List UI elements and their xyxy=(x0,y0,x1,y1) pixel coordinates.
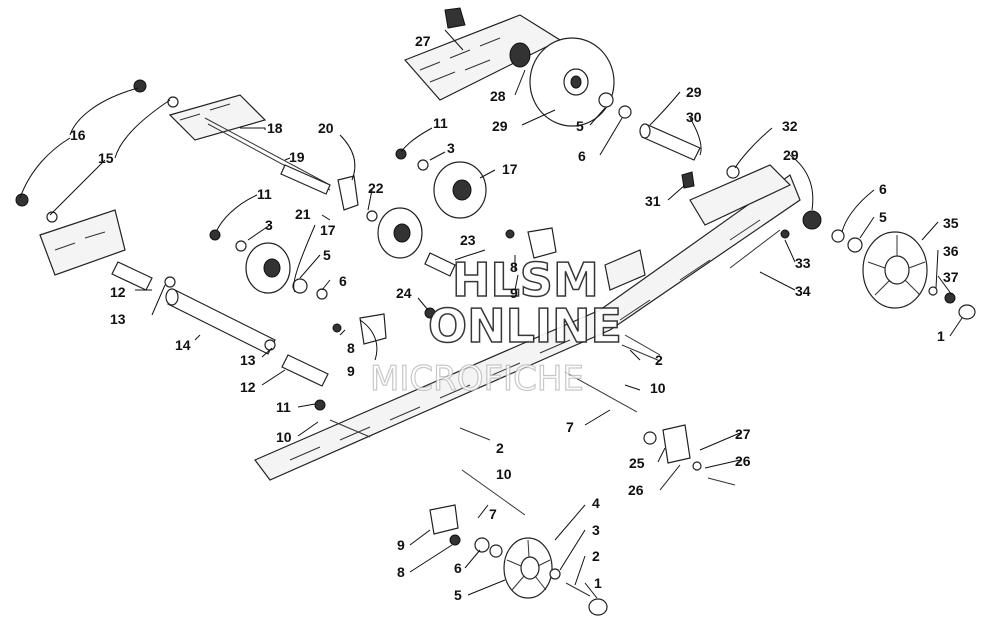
callout-19: 19 xyxy=(289,149,305,165)
watermark-line2: ONLINE xyxy=(428,299,622,353)
callout-6-top: 6 xyxy=(578,148,586,164)
callout-30: 29 xyxy=(492,118,508,134)
callout-12-upper: 12 xyxy=(110,284,126,300)
callout-10-lower: 10 xyxy=(276,429,292,445)
watermark: HLSM ONLINE MICROFICHE xyxy=(369,252,622,399)
wheel-17-left xyxy=(245,242,291,294)
callout-23: 23 xyxy=(460,232,476,248)
callout-2-right: 2 xyxy=(655,352,663,368)
callout-24: 24 xyxy=(396,285,412,301)
callout-4: 4 xyxy=(592,495,600,511)
main-slide-rail xyxy=(254,174,801,481)
callout-18: 18 xyxy=(267,120,283,136)
callout-3-top: 3 xyxy=(447,140,455,156)
upper-left-rail-segment xyxy=(168,94,267,141)
watermark-line3: MICROFICHE xyxy=(370,359,584,399)
callout-9-center: 9 xyxy=(510,285,518,301)
callout-22: 22 xyxy=(368,180,384,196)
callout-36: 34 xyxy=(795,283,811,299)
callout-10-right: 10 xyxy=(650,380,666,396)
callout-11-lower: 11 xyxy=(276,399,291,415)
callout-8-bottom: 8 xyxy=(397,564,405,580)
callout-6-bottom: 6 xyxy=(454,560,462,576)
callout-35: 33 xyxy=(795,255,811,271)
callout-11-mid: 11 xyxy=(257,186,272,202)
callout-31: 29 xyxy=(686,84,702,100)
callout-labels: 16 15 18 19 20 21 22 11 3 17 23 11 3 17 … xyxy=(70,33,959,603)
shaft-14 xyxy=(165,288,276,355)
callout-21: 21 xyxy=(295,206,311,222)
callout-10-center: 10 xyxy=(496,466,512,482)
callout-5-top: 5 xyxy=(576,118,584,134)
wheel-30 xyxy=(529,37,615,127)
callout-9-mid: 9 xyxy=(347,363,355,379)
callout-29-top: 27 xyxy=(415,33,431,49)
callout-5-bottom: 5 xyxy=(454,587,462,603)
callout-34: 32 xyxy=(782,118,798,134)
hub-29-top xyxy=(509,42,531,68)
callout-15: 15 xyxy=(98,150,114,166)
callout-13-lower: 13 xyxy=(240,352,256,368)
callout-9-bottom: 9 xyxy=(397,537,405,553)
callout-27: 27 xyxy=(735,426,751,442)
callout-2-center: 2 xyxy=(496,440,504,456)
callout-3-bottom: 3 xyxy=(592,522,600,538)
hardware-small xyxy=(15,7,976,616)
shaft-31 xyxy=(639,123,701,161)
arm-brackets xyxy=(337,175,691,535)
callout-3-mid: 3 xyxy=(265,217,273,233)
callout-29-left: 28 xyxy=(490,88,506,104)
callout-32: 30 xyxy=(686,109,702,125)
callout-28: 26 xyxy=(735,453,751,469)
callout-33: 31 xyxy=(645,193,661,209)
callout-8-mid: 8 xyxy=(347,340,355,356)
callout-8-center: 8 xyxy=(510,259,518,275)
shaft-18-19 xyxy=(204,117,331,195)
callout-39: 37 xyxy=(943,269,959,285)
callout-7-right: 7 xyxy=(566,419,574,435)
spacer-23 xyxy=(424,252,456,277)
callout-2-bottom: 2 xyxy=(592,548,600,564)
callout-29-right: 29 xyxy=(783,147,799,163)
callout-11-top: 11 xyxy=(433,115,448,131)
wheel-17-right xyxy=(433,161,487,219)
callout-13-upper: 13 xyxy=(110,311,126,327)
callout-25: 25 xyxy=(629,455,645,471)
spacer-12-lower xyxy=(281,354,329,387)
callout-16: 16 xyxy=(70,127,86,143)
wheel-17-center xyxy=(377,207,423,259)
callout-14: 14 xyxy=(175,337,191,353)
wheel-4 xyxy=(503,537,553,599)
callout-17-top: 17 xyxy=(502,161,518,177)
callout-37: 35 xyxy=(943,215,959,231)
callout-1-bottom: 1 xyxy=(594,575,602,591)
watermark-line1: HLSM xyxy=(452,253,599,307)
callout-7-center: 7 xyxy=(489,506,497,522)
callout-1-right: 1 xyxy=(937,328,945,344)
callout-38: 36 xyxy=(943,243,959,259)
lower-left-rail-segment xyxy=(39,209,126,276)
callout-12-lower: 12 xyxy=(240,379,256,395)
callout-5-right: 5 xyxy=(879,209,887,225)
callout-6-right: 6 xyxy=(879,181,887,197)
callout-17-mid: 17 xyxy=(320,222,336,238)
callout-6-mid: 6 xyxy=(339,273,347,289)
callout-5-mid: 5 xyxy=(323,247,331,263)
rear-rail-upper xyxy=(689,164,792,226)
callout-26: 26 xyxy=(628,482,644,498)
callout-20: 20 xyxy=(318,120,334,136)
leader-lines xyxy=(19,29,963,599)
wheel-37 xyxy=(862,231,928,309)
